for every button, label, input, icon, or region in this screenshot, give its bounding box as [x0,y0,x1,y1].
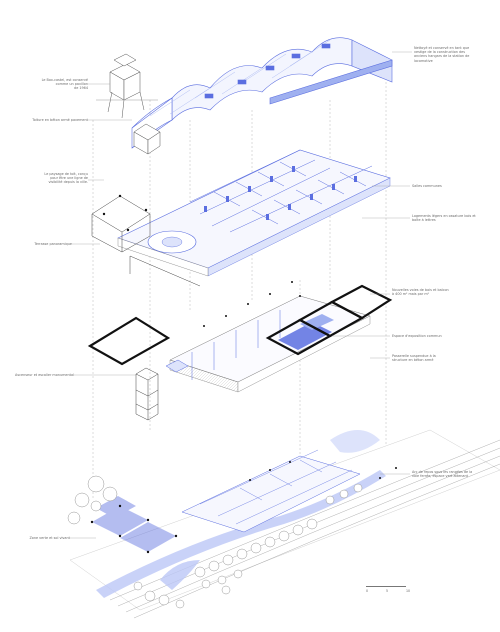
label-roof-structure: Toiture en béton armé pavement [32,118,88,122]
vaulted-roof [131,37,393,149]
housing-level [91,149,391,287]
label-common-rooms: Salles communes [412,184,442,188]
label-new-decks: Nouvelles voies de bois et balcon à 400 … [392,288,449,297]
label-walkway: Passerelle suspendue à la structure en b… [392,354,436,363]
scale-bar: 0 5 10 [366,586,410,593]
ground-squares [92,496,176,552]
roof-level [96,37,393,155]
blockhouse-pavilion [96,53,158,119]
small-hut [133,123,161,155]
label-rail-arcade: Arc de repos sous les rangées de la voie… [412,470,473,479]
exhibition-level [87,281,393,421]
trees [67,475,363,609]
label-roofscape: Le paysage de toit, conçu pour être une … [44,172,88,185]
lift-tower [135,359,189,421]
label-terrace: Terrasse panoramique [34,242,72,246]
label-light-housing: Logements légers en ossature bois et boî… [412,214,476,223]
label-lift: Ascenseur et escalier monumental [15,373,74,377]
scale-tick-10: 10 [405,589,410,593]
leader-lines [70,51,412,539]
label-exhibition: Espace d'exposition commun [392,334,442,338]
label-green-zone: Zone verte et sol vivant [29,536,70,540]
ground-level [67,429,500,619]
scale-tick-5: 5 [385,589,388,593]
label-blockhouse: Le Box-castel, est conservé comme un pav… [41,78,88,91]
scale-tick-0: 0 [366,589,369,593]
projection-lines [92,70,387,500]
label-preserved-hangar: Nettoyé et conservé en tant que vestige … [414,46,470,63]
open-frames [87,284,393,366]
